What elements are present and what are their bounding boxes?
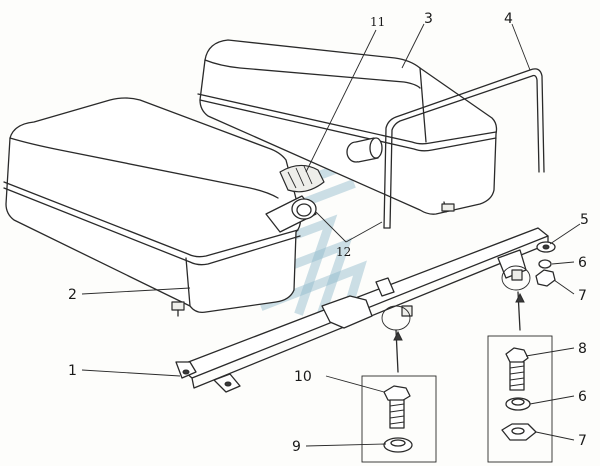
detail-box-left (361, 375, 437, 463)
mounting-cross-member (175, 227, 549, 393)
callout-6-lower: 6 (578, 389, 587, 405)
callout-12: 12 (336, 245, 351, 259)
callout-11: 11 (370, 15, 385, 29)
callout-9: 9 (292, 439, 301, 455)
callout-10: 10 (294, 369, 312, 385)
front-fuel-tank (3, 97, 325, 317)
callout-7-lower: 7 (578, 433, 587, 449)
tank-strap (383, 68, 545, 229)
detail-box-right (487, 335, 553, 463)
callout-7-upper: 7 (578, 288, 587, 304)
callout-4: 4 (504, 11, 513, 27)
callout-3: 3 (424, 11, 433, 27)
rear-fuel-tank (197, 39, 498, 215)
fastener-stack-right (535, 241, 556, 287)
callout-8: 8 (578, 341, 587, 357)
callout-6-upper: 6 (578, 255, 587, 271)
callout-2: 2 (68, 287, 77, 303)
callout-5: 5 (580, 212, 589, 228)
callout-1: 1 (68, 363, 77, 379)
